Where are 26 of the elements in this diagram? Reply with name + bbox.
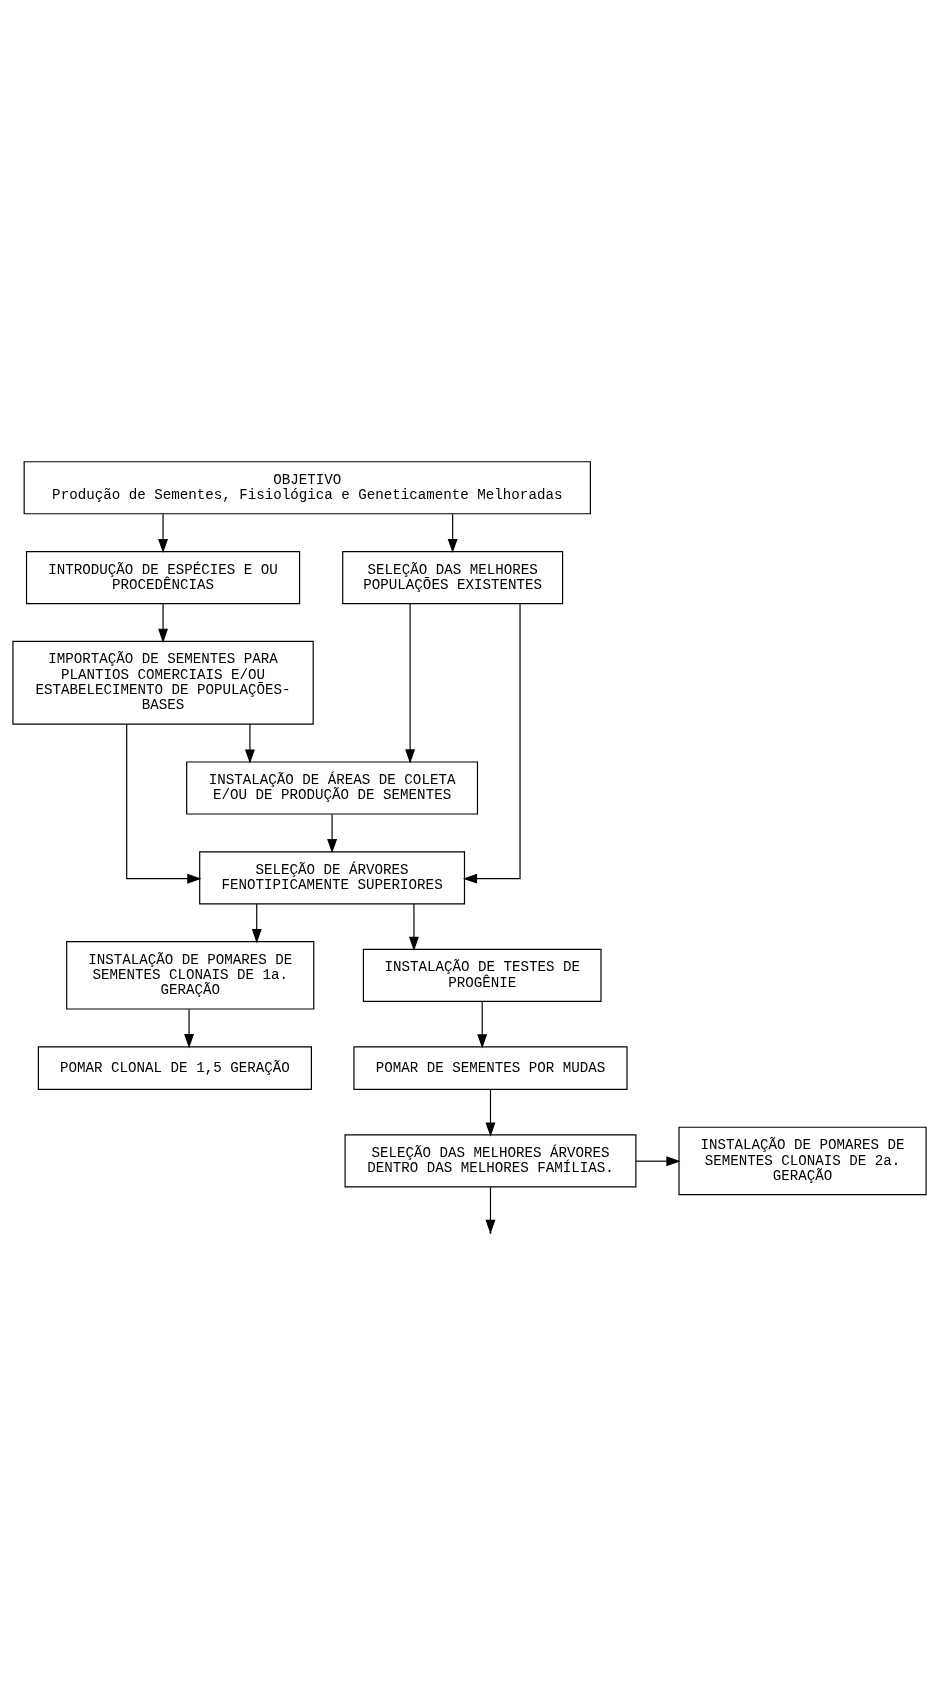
arrow <box>244 723 255 764</box>
node-box: SELEÇÃO DAS MELHORES POPULAÇÕES EXISTENTES <box>342 550 564 604</box>
arrow <box>477 1000 488 1048</box>
node-box: INSTALAÇÃO DE TESTES DE PROGÊNIE <box>362 948 602 1002</box>
arrow <box>184 1008 195 1048</box>
arrow <box>158 602 169 643</box>
arrow <box>447 513 458 553</box>
arrow <box>485 1088 496 1137</box>
arrow <box>405 602 416 764</box>
node-box: SELEÇÃO DE ÁRVORES FENOTIPICAMENTE SUPERIORES <box>199 850 466 904</box>
node-box: INSTALAÇÃO DE ÁREAS DE COLETA E/OU DE PRODUÇÃO DE SEMENTES <box>186 760 479 815</box>
node-box: IMPORTAÇÃO DE SEMENTES PARA PLANTIOS COMERCIAIS E/OU ESTABELECIMENTO DE POPULAÇÕES-BASES <box>12 640 314 725</box>
node-box: INSTALAÇÃO DE POMARES DE SEMENTES CLONAIS DE 2a. GERAÇÃO <box>678 1126 927 1195</box>
arrow <box>251 902 262 943</box>
node-box: OBJETIVO Produção de Sementes, Fisiológica e Geneticamente Melhoradas <box>23 460 591 514</box>
node-box: SELEÇÃO DAS MELHORES ÁRVORES DENTRO DAS MELHORES FAMÍLIAS. <box>344 1133 637 1187</box>
arrow <box>462 602 521 884</box>
node-box: POMAR DE SEMENTES POR MUDAS <box>353 1045 628 1090</box>
arrow <box>327 813 338 853</box>
arrow <box>635 1155 681 1166</box>
arrow <box>126 723 202 884</box>
node-box: POMAR CLONAL DE 1,5 GERAÇÃO <box>37 1045 312 1090</box>
arrow <box>158 513 169 553</box>
node-box: INTRODUÇÃO DE ESPÉCIES E OU PROCEDÊNCIAS <box>25 550 301 604</box>
arrow <box>408 902 419 951</box>
node-box: INSTALAÇÃO DE POMARES DE SEMENTES CLONAIS DE 1a. GERAÇÃO <box>66 940 315 1010</box>
